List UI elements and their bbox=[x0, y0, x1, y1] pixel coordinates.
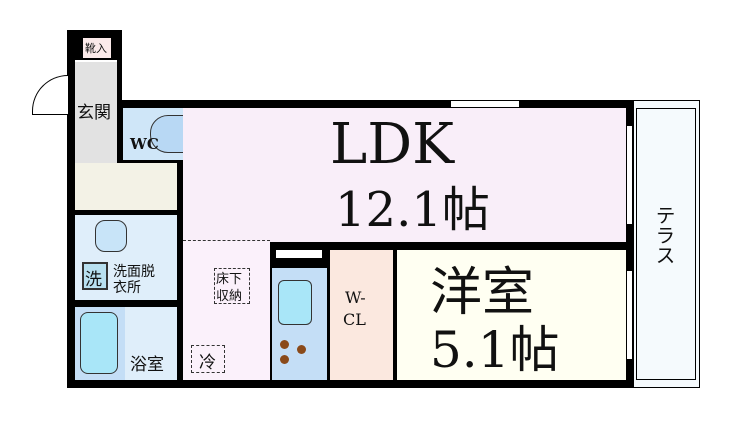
washbasin bbox=[95, 220, 127, 252]
bath-label: 浴室 bbox=[130, 355, 164, 375]
entrance-label: 玄関 bbox=[77, 103, 111, 123]
shoe-closet-label: 靴入 bbox=[85, 42, 107, 55]
washer-label: 洗 bbox=[85, 270, 102, 290]
washroom-label-2: 衣所 bbox=[113, 280, 141, 296]
ldk-label: LDK bbox=[330, 112, 454, 177]
western-label: 洋室 bbox=[430, 263, 535, 323]
counter-shelf bbox=[276, 250, 322, 258]
fridge-label: 冷 bbox=[199, 353, 216, 373]
stove-burner-icon bbox=[297, 345, 306, 354]
ldk-window[interactable] bbox=[450, 100, 520, 108]
terrace-label: テラス bbox=[652, 205, 676, 265]
underfloor-storage bbox=[214, 268, 250, 304]
kitchen-area bbox=[183, 240, 270, 380]
entrance-door[interactable] bbox=[32, 75, 68, 115]
ldk-size: 12.1帖 bbox=[335, 182, 490, 238]
underfloor-label-1: 床下 bbox=[216, 272, 243, 287]
terrace-inner bbox=[636, 108, 696, 380]
western-room bbox=[397, 250, 626, 380]
walk-in-closet bbox=[330, 250, 393, 380]
stove-burner-icon bbox=[280, 340, 289, 349]
hallway bbox=[75, 163, 177, 210]
western-size: 5.1帖 bbox=[430, 321, 560, 379]
washer-badge bbox=[82, 262, 108, 290]
window-sash[interactable] bbox=[626, 125, 633, 225]
underfloor-label-2: 収納 bbox=[216, 289, 243, 304]
ldk bbox=[183, 108, 626, 242]
washroom-label-1: 洗面脱 bbox=[113, 264, 155, 280]
wc-label: WC bbox=[130, 135, 159, 153]
shoe-closet bbox=[83, 38, 111, 58]
wcl-label-2: CL bbox=[343, 310, 366, 329]
entrance bbox=[75, 60, 117, 163]
fridge-space bbox=[191, 345, 225, 373]
terrace bbox=[633, 100, 700, 388]
bathtub-icon bbox=[80, 312, 118, 374]
wcl-label-1: W- bbox=[345, 288, 366, 307]
stove-burner-icon bbox=[280, 355, 289, 364]
window-sash[interactable] bbox=[626, 270, 633, 360]
sink-icon bbox=[278, 280, 312, 325]
